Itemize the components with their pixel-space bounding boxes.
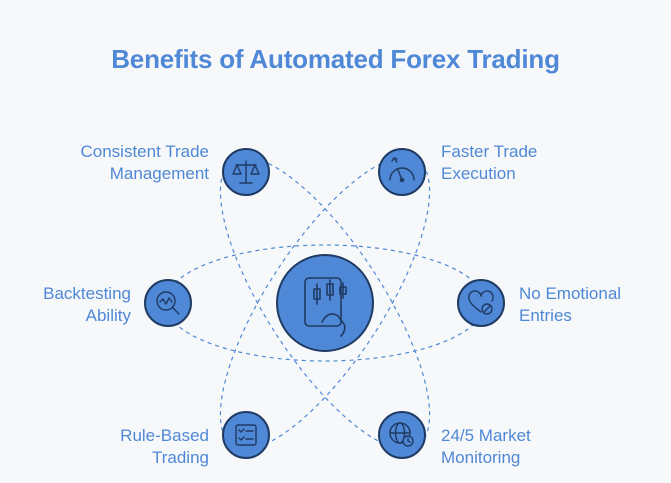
checklist-icon <box>235 424 257 446</box>
node-no-emotional-entries <box>457 279 505 327</box>
node-consistent-trade-management <box>222 148 270 196</box>
node-rule-based-trading <box>222 411 270 459</box>
node-backtesting-ability <box>144 279 192 327</box>
benefit-label-line1: Faster Trade <box>441 142 538 161</box>
center-node <box>276 254 374 352</box>
benefit-label-line1: No Emotional <box>519 284 622 303</box>
benefit-label-line2: Execution <box>441 164 516 183</box>
node-24-5-market-monitoring <box>378 411 426 459</box>
benefit-label-line1: 24/5 Market <box>441 426 531 445</box>
benefit-label-24-5-market-monitoring: 24/5 Market Monitoring <box>441 425 531 469</box>
globe-clock-icon <box>389 422 414 447</box>
benefit-label-line1: Consistent Trade <box>80 142 209 161</box>
scales-icon <box>232 160 260 184</box>
speedometer-icon <box>389 157 415 183</box>
benefit-label-line2: Management <box>109 164 209 183</box>
node-faster-trade-execution <box>378 148 426 196</box>
benefit-label-faster-trade-execution: Faster Trade Execution <box>441 141 537 185</box>
benefit-label-line2: Monitoring <box>441 448 521 467</box>
benefit-label-rule-based-trading: Rule-Based Trading <box>120 425 209 469</box>
heart-blocked-icon <box>468 290 494 315</box>
benefit-label-consistent-trade-management: Consistent Trade Management <box>80 141 209 185</box>
benefit-label-line2: Ability <box>85 306 131 325</box>
benefit-label-line1: Rule-Based <box>120 426 209 445</box>
candlestick-chart-tablet-icon <box>304 277 347 337</box>
benefit-label-line1: Backtesting <box>43 284 131 303</box>
benefit-label-backtesting-ability: Backtesting Ability <box>43 283 131 327</box>
benefit-label-line2: Entries <box>519 306 572 325</box>
benefit-label-no-emotional-entries: No Emotional Entries <box>519 283 621 327</box>
magnifier-chart-icon <box>156 291 180 315</box>
page-title: Benefits of Automated Forex Trading <box>111 44 560 74</box>
benefit-label-line2: Trading <box>151 448 209 467</box>
